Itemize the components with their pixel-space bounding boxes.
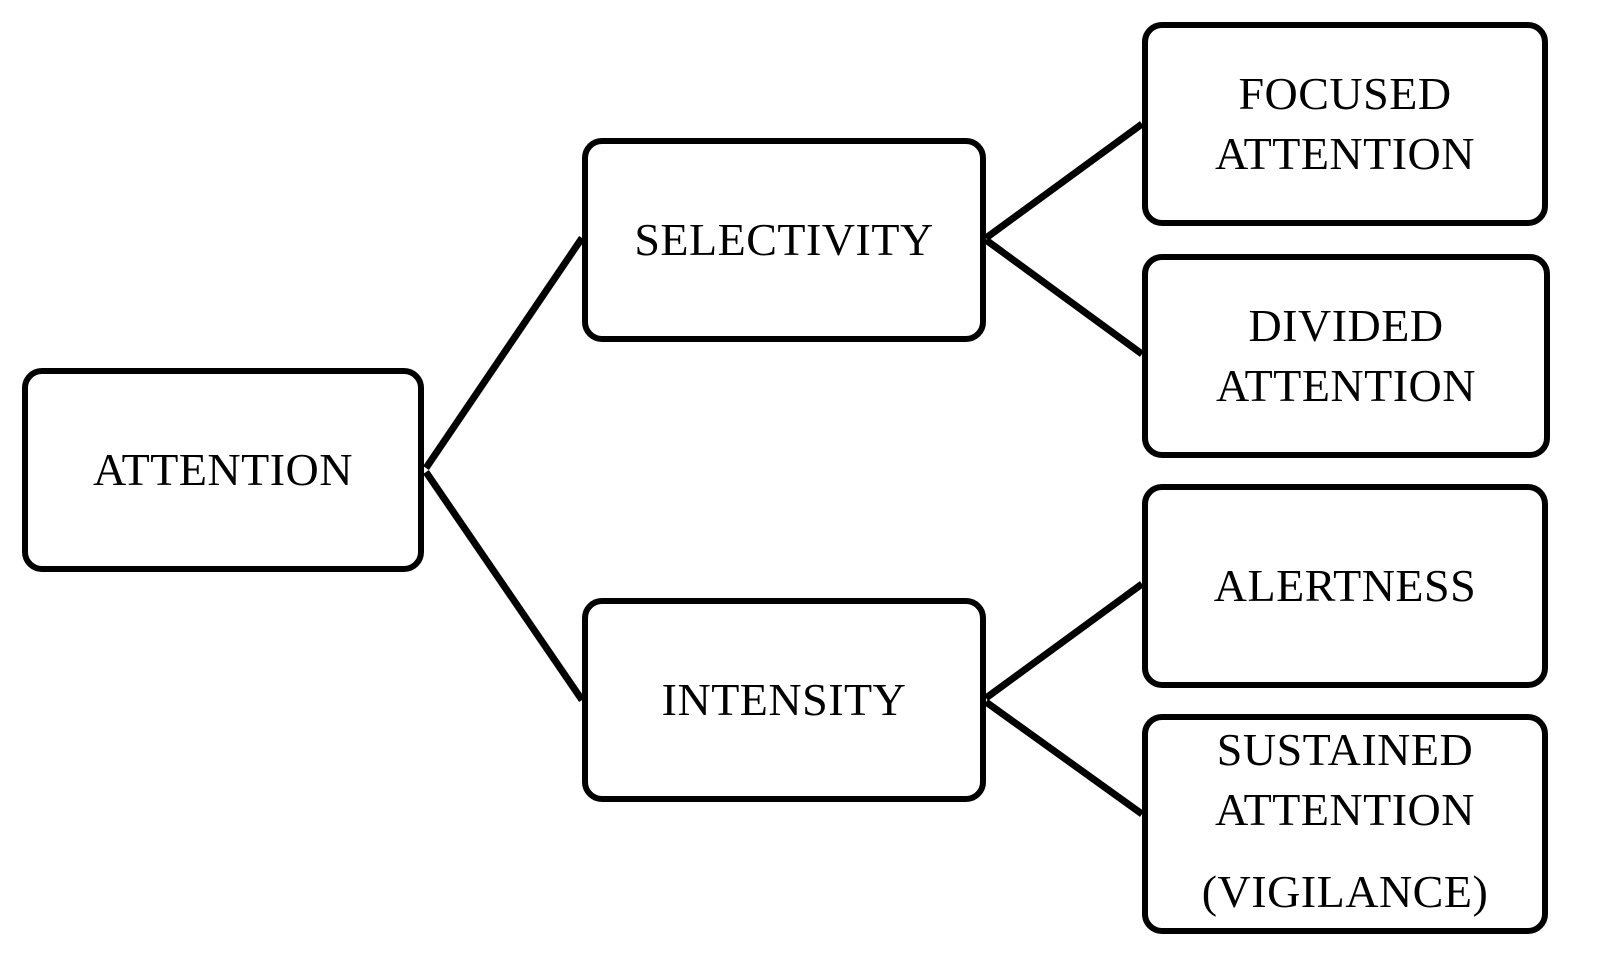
node-sustained-label-line-2: ATTENTION (1215, 784, 1475, 835)
node-focused-attention: FOCUSED ATTENTION (1142, 22, 1548, 226)
node-intensity-label: INTENSITY (661, 674, 907, 725)
node-divided-label-line-1: DIVIDED (1248, 300, 1444, 351)
edge-attention-selectivity (423, 236, 585, 470)
node-alertness: ALERTNESS (1142, 484, 1548, 688)
node-divided-attention: DIVIDED ATTENTION (1142, 254, 1550, 458)
node-sustained-label-line-3: (VIGILANCE) (1201, 866, 1489, 917)
node-alertness-label: ALERTNESS (1213, 560, 1477, 611)
node-sustained-attention: SUSTAINED ATTENTION (VIGILANCE) (1142, 714, 1548, 934)
node-divided-label-line-2: ATTENTION (1216, 360, 1476, 411)
edge-selectivity-focused (983, 121, 1145, 241)
node-selectivity: SELECTIVITY (582, 138, 986, 342)
node-focused-label-line-2: ATTENTION (1215, 128, 1475, 179)
node-sustained-label-line-1: SUSTAINED (1216, 724, 1474, 775)
edge-intensity-sustained (983, 699, 1145, 817)
node-focused-label-line-1: FOCUSED (1238, 68, 1452, 119)
node-attention-label: ATTENTION (93, 444, 353, 495)
node-selectivity-label: SELECTIVITY (634, 214, 934, 265)
node-intensity: INTENSITY (582, 598, 986, 802)
node-attention: ATTENTION (22, 368, 424, 572)
edge-attention-intensity (423, 470, 585, 702)
edge-intensity-alertness (983, 581, 1145, 701)
edge-selectivity-divided (983, 237, 1145, 357)
